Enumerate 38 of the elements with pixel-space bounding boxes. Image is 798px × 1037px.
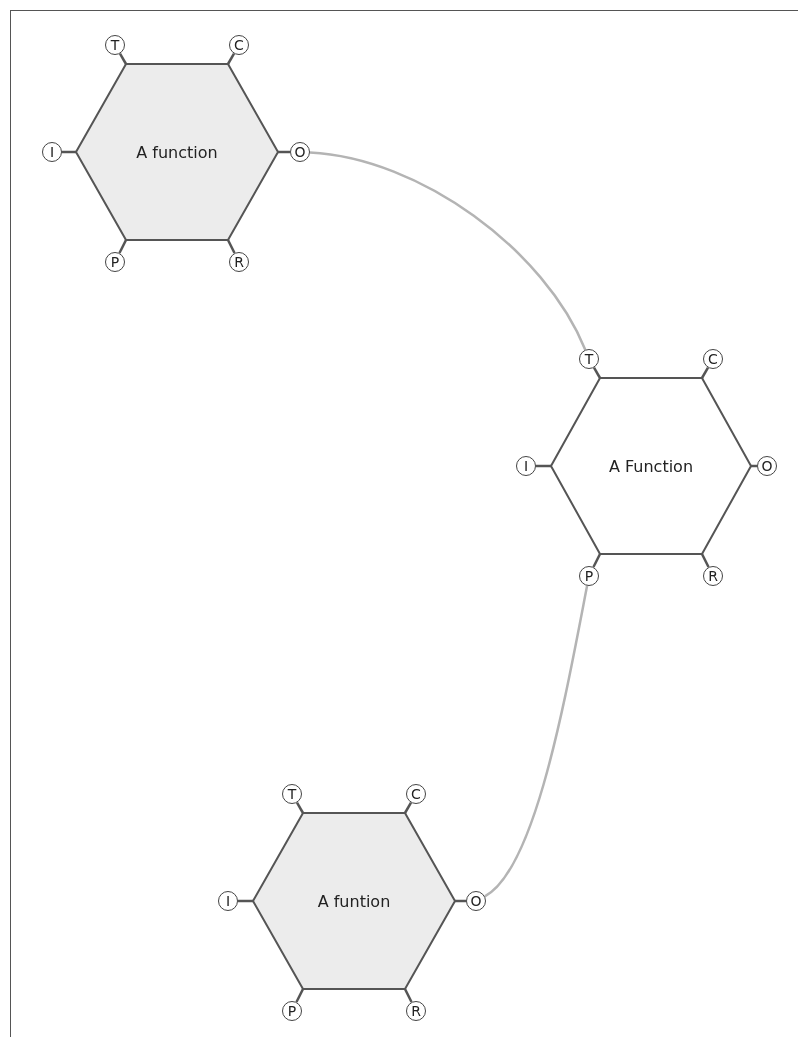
aspect-marker: P	[282, 1001, 302, 1021]
connector-stub	[592, 367, 602, 379]
aspect-marker: T	[105, 35, 125, 55]
aspect-marker: I	[516, 456, 536, 476]
aspect-marker: I	[218, 891, 238, 911]
aspect-marker: C	[406, 784, 426, 804]
connector-stub	[592, 553, 602, 568]
aspect-marker: O	[757, 456, 777, 476]
function-label: A function	[136, 142, 218, 162]
connector-stub	[226, 53, 236, 65]
connector-stub	[118, 239, 128, 254]
function-hexagon	[253, 813, 455, 989]
connector-stub	[700, 553, 710, 568]
coupling-curve	[309, 151, 587, 351]
connector-stub	[118, 53, 128, 65]
aspect-marker: C	[703, 349, 723, 369]
connector-stub	[295, 988, 305, 1003]
function-hexagon	[551, 378, 751, 554]
function-label: A Function	[608, 456, 694, 476]
connector-stub	[700, 367, 710, 379]
aspect-marker: I	[42, 142, 62, 162]
coupling-curve	[484, 585, 589, 898]
aspect-marker: P	[579, 566, 599, 586]
aspect-marker: P	[105, 252, 125, 272]
connector-stub	[226, 239, 236, 254]
aspect-marker: T	[579, 349, 599, 369]
aspect-marker: C	[229, 35, 249, 55]
aspect-marker: R	[229, 252, 249, 272]
connector-stub	[403, 988, 413, 1003]
connector-stub	[403, 802, 413, 814]
function-label: A funtion	[317, 891, 391, 911]
aspect-marker: R	[703, 566, 723, 586]
connector-stub	[295, 802, 305, 814]
aspect-marker: O	[466, 891, 486, 911]
aspect-marker: T	[282, 784, 302, 804]
aspect-marker: O	[290, 142, 310, 162]
function-hexagon	[76, 64, 278, 240]
aspect-marker: R	[406, 1001, 426, 1021]
